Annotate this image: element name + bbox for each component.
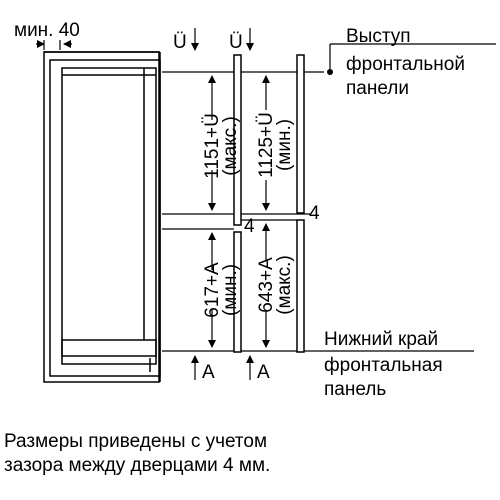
footnote-line2: зазора между дверцами 4 мм. xyxy=(4,455,271,476)
callout-bottom-line1: Нижний край xyxy=(324,329,438,350)
callout-protrusion-line1: Выступ xyxy=(346,26,411,47)
gap-label-4-right: 4 xyxy=(309,203,320,224)
dim-lower-left-qual: (мин.) xyxy=(220,264,241,316)
appliance-body xyxy=(61,52,161,382)
door-panels xyxy=(233,54,305,353)
callout-protrusion-line3: панели xyxy=(346,78,409,99)
u-label-right: Ü xyxy=(229,32,243,53)
min-gap-label: мин. 40 xyxy=(14,20,80,41)
callout-front-protrusion xyxy=(327,43,496,75)
dim-upper-left-qual: (макс.) xyxy=(220,116,241,176)
callout-bottom-line2: фронтальная xyxy=(324,355,443,376)
callout-protrusion-line2: фронтальной xyxy=(346,54,465,75)
dim-upper-right: 1125+Ü xyxy=(256,112,277,178)
dim-upper-left: 1151+Ü xyxy=(202,113,223,179)
footnote: Размеры приведены с учетом зазора между … xyxy=(4,430,270,478)
callout-bottom-line3: панель xyxy=(324,379,386,400)
dim-upper-right-qual: (мин.) xyxy=(274,119,295,171)
a-label-right: A xyxy=(257,362,270,383)
footnote-line1: Размеры приведены с учетом xyxy=(4,431,268,452)
a-label-left: A xyxy=(202,362,215,383)
dim-lower-right: 643+A xyxy=(256,257,277,313)
dimension-lines xyxy=(191,28,270,380)
gap-label-4-left: 4 xyxy=(244,216,255,237)
min-gap-marker xyxy=(36,40,72,50)
dim-lower-left: 617+A xyxy=(202,262,223,318)
u-label-left: Ü xyxy=(173,32,187,53)
reference-lines xyxy=(162,71,324,352)
dim-lower-right-qual: (макс.) xyxy=(274,255,295,315)
